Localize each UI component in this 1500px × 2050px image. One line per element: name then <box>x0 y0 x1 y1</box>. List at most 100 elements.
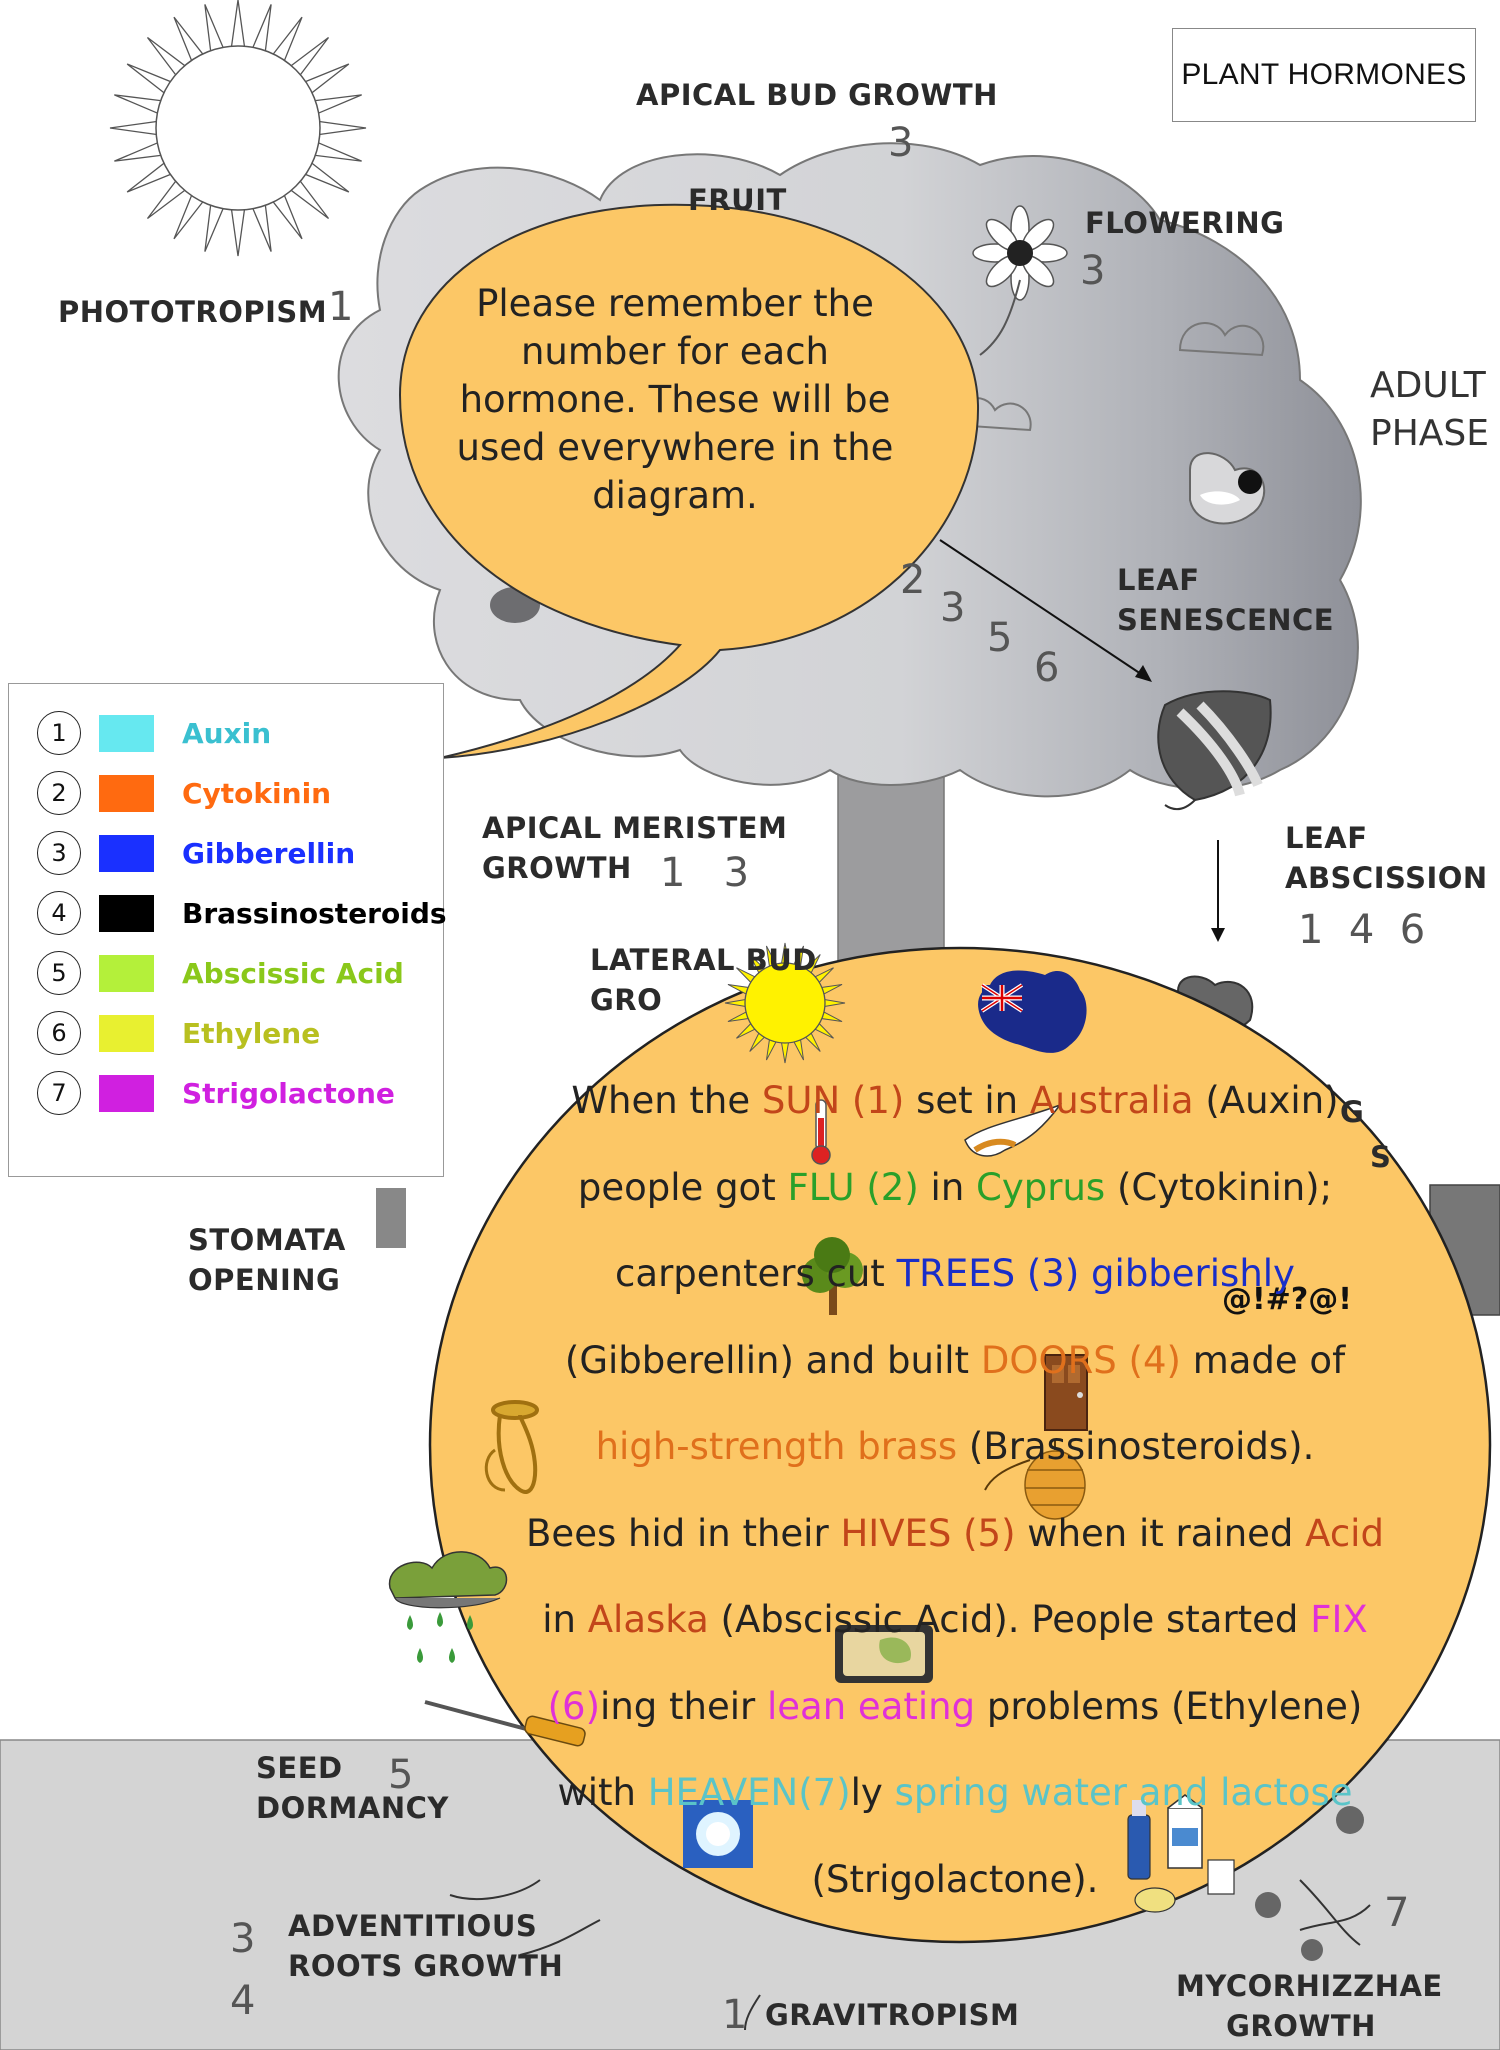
mnemonic-segment: TREES (3) gibberishly <box>896 1252 1295 1295</box>
tree-icon <box>802 1237 863 1315</box>
adult-label: ADULT <box>1370 365 1486 406</box>
num-senescence-2: 2 <box>900 557 926 603</box>
title-box: PLANT HORMONES <box>1172 28 1476 122</box>
label-mycorrhizzhae: MYCORHIZZHAE GROWTH <box>1176 1969 1443 2043</box>
label-fruit: FRUIT <box>688 183 787 217</box>
cyprus-icon <box>964 1103 1063 1157</box>
screwdriver-icon <box>424 1700 586 1747</box>
mnemonic-segment: (Cytokinin); <box>1105 1165 1333 1209</box>
leaf-icon <box>1157 690 1272 811</box>
legend-label: Strigolactone <box>182 1076 395 1110</box>
legend-item: 5 Abscissic Acid <box>37 948 404 998</box>
num-adventitious-3: 3 <box>230 1916 256 1962</box>
mnemonic-segment: problems (Ethylene) <box>975 1684 1363 1728</box>
label-adventitious-roots: ADVENTITIOUS ROOTS GROWTH <box>288 1909 564 1983</box>
mycorrhizae <box>1255 1806 1364 1961</box>
mnemonic-line: When the SUN (1) set in Australia (Auxin… <box>455 1058 1455 1145</box>
sun-icon <box>109 0 367 257</box>
legend-swatch <box>99 714 154 752</box>
legend-number: 1 <box>37 711 81 755</box>
num-gravitropism: 1 <box>722 1992 748 2038</box>
legend-item: 6 Ethylene <box>37 1008 320 1058</box>
label-phototropism: PHOTOTROPISM <box>58 295 328 329</box>
legend-label: Brassinosteroids <box>182 896 447 930</box>
bubble-text: Please remember the number for each horm… <box>456 282 894 517</box>
mnemonic-segment: (Strigolactone). <box>811 1857 1099 1901</box>
legend-number: 3 <box>37 831 81 875</box>
mnemonic-line: (Strigolactone). <box>455 1837 1455 1924</box>
flower-icon <box>972 205 1068 356</box>
legend-label: Auxin <box>182 716 272 750</box>
label-partial-right-2: S <box>1370 1140 1392 1174</box>
label-lateral-bud: LATERAL BUD GRO <box>590 943 817 1017</box>
legend-number: 5 <box>37 951 81 995</box>
mnemonic-segment: Acid <box>1305 1511 1384 1555</box>
num-senescence-5: 5 <box>987 615 1013 661</box>
mnemonic-segment: When the <box>571 1079 762 1122</box>
small-sun-icon <box>724 942 846 1064</box>
arrow-senescence <box>939 539 1151 681</box>
mnemonic-line: (6)ing their lean eating problems (Ethyl… <box>455 1664 1455 1751</box>
label-stomata-opening: STOMATA OPENING <box>188 1223 346 1297</box>
legend-item: 3 Gibberellin <box>37 828 355 878</box>
mnemonic-segment: people got <box>577 1165 788 1209</box>
num-apical-meristem: 1 3 <box>660 850 750 896</box>
legend-label: Abscissic Acid <box>182 956 404 990</box>
mnemonic-line: (Gibberellin) and built DOORS (4) made o… <box>455 1318 1455 1405</box>
rain-cloud-icon <box>388 1551 508 1663</box>
legend-swatch <box>99 834 154 872</box>
mnemonic-segment: HIVES (5) <box>840 1511 1016 1555</box>
diagram-title: PLANT HORMONES <box>1181 58 1467 91</box>
num-mycorrhizzhae: 7 <box>1384 1890 1410 1936</box>
num-leaf-abscission: 1 4 6 <box>1298 907 1426 953</box>
mnemonic-segment: (Abscissic Acid). People started <box>708 1598 1311 1641</box>
fruit-icon <box>1189 452 1266 525</box>
dairy-icon <box>1127 1794 1235 1913</box>
mnemonic-text: When the SUN (1) set in Australia (Auxin… <box>455 1058 1455 1923</box>
legend-swatch <box>99 774 154 812</box>
num-seed-dormancy: 5 <box>388 1752 414 1798</box>
num-flowering: 3 <box>1080 248 1106 294</box>
label-apical-bud-growth: APICAL BUD GROWTH <box>636 78 998 112</box>
mnemonic-segment: carpenters cut <box>615 1252 897 1295</box>
mnemonic-segment: (Brassinosteroids). <box>957 1425 1315 1468</box>
beehive-icon <box>984 1440 1086 1520</box>
label-apical-meristem: APICAL MERISTEM GROWTH <box>482 811 788 885</box>
mnemonic-segment: (Auxin) <box>1193 1079 1339 1122</box>
legend-number: 4 <box>37 891 81 935</box>
mnemonic-segment: Alaska <box>587 1598 709 1641</box>
heaven-icon <box>683 1800 753 1868</box>
legend-item: 1 Auxin <box>37 708 271 758</box>
tuba-icon <box>484 1400 539 1494</box>
mnemonic-segment: Australia <box>1029 1079 1194 1122</box>
adult-phase-label: ADULT PHASE <box>1370 362 1489 458</box>
mnemonic-line: high-strength brass (Brassinosteroids). <box>455 1404 1455 1491</box>
mnemonic-segment: HEAVEN(7) <box>647 1771 851 1814</box>
mnemonic-segment: ing their <box>600 1684 767 1728</box>
legend-number: 2 <box>37 771 81 815</box>
australia-icon <box>978 970 1087 1053</box>
legend-label: Gibberellin <box>182 836 356 870</box>
legend-item: 4 Brassinosteroids <box>37 888 447 938</box>
mnemonic-segment: with <box>557 1771 648 1814</box>
legend-swatch <box>99 894 154 932</box>
mnemonic-segment: (Gibberellin) and built <box>564 1338 981 1382</box>
food-container-icon <box>835 1625 933 1683</box>
mnemonic-line: in Alaska (Abscissic Acid). People start… <box>455 1577 1455 1664</box>
grawlix-symbols: @!#?@! <box>1222 1282 1352 1317</box>
mnemonic-segment: ly <box>850 1771 895 1814</box>
legend-number: 6 <box>37 1011 81 1055</box>
canopy-cloud <box>1178 322 1265 357</box>
label-seed-dormancy: SEED DORMANCY <box>256 1751 449 1825</box>
mnemonic-segment: FLU (2) <box>787 1165 919 1209</box>
legend-label: Ethylene <box>182 1016 321 1050</box>
num-senescence-3: 3 <box>940 585 966 631</box>
mnemonic-line: with HEAVEN(7)ly spring water and lactos… <box>455 1750 1455 1837</box>
legend-swatch <box>99 954 154 992</box>
thermometer-icon <box>811 1099 831 1165</box>
label-partial-right-1: G <box>1340 1095 1365 1129</box>
